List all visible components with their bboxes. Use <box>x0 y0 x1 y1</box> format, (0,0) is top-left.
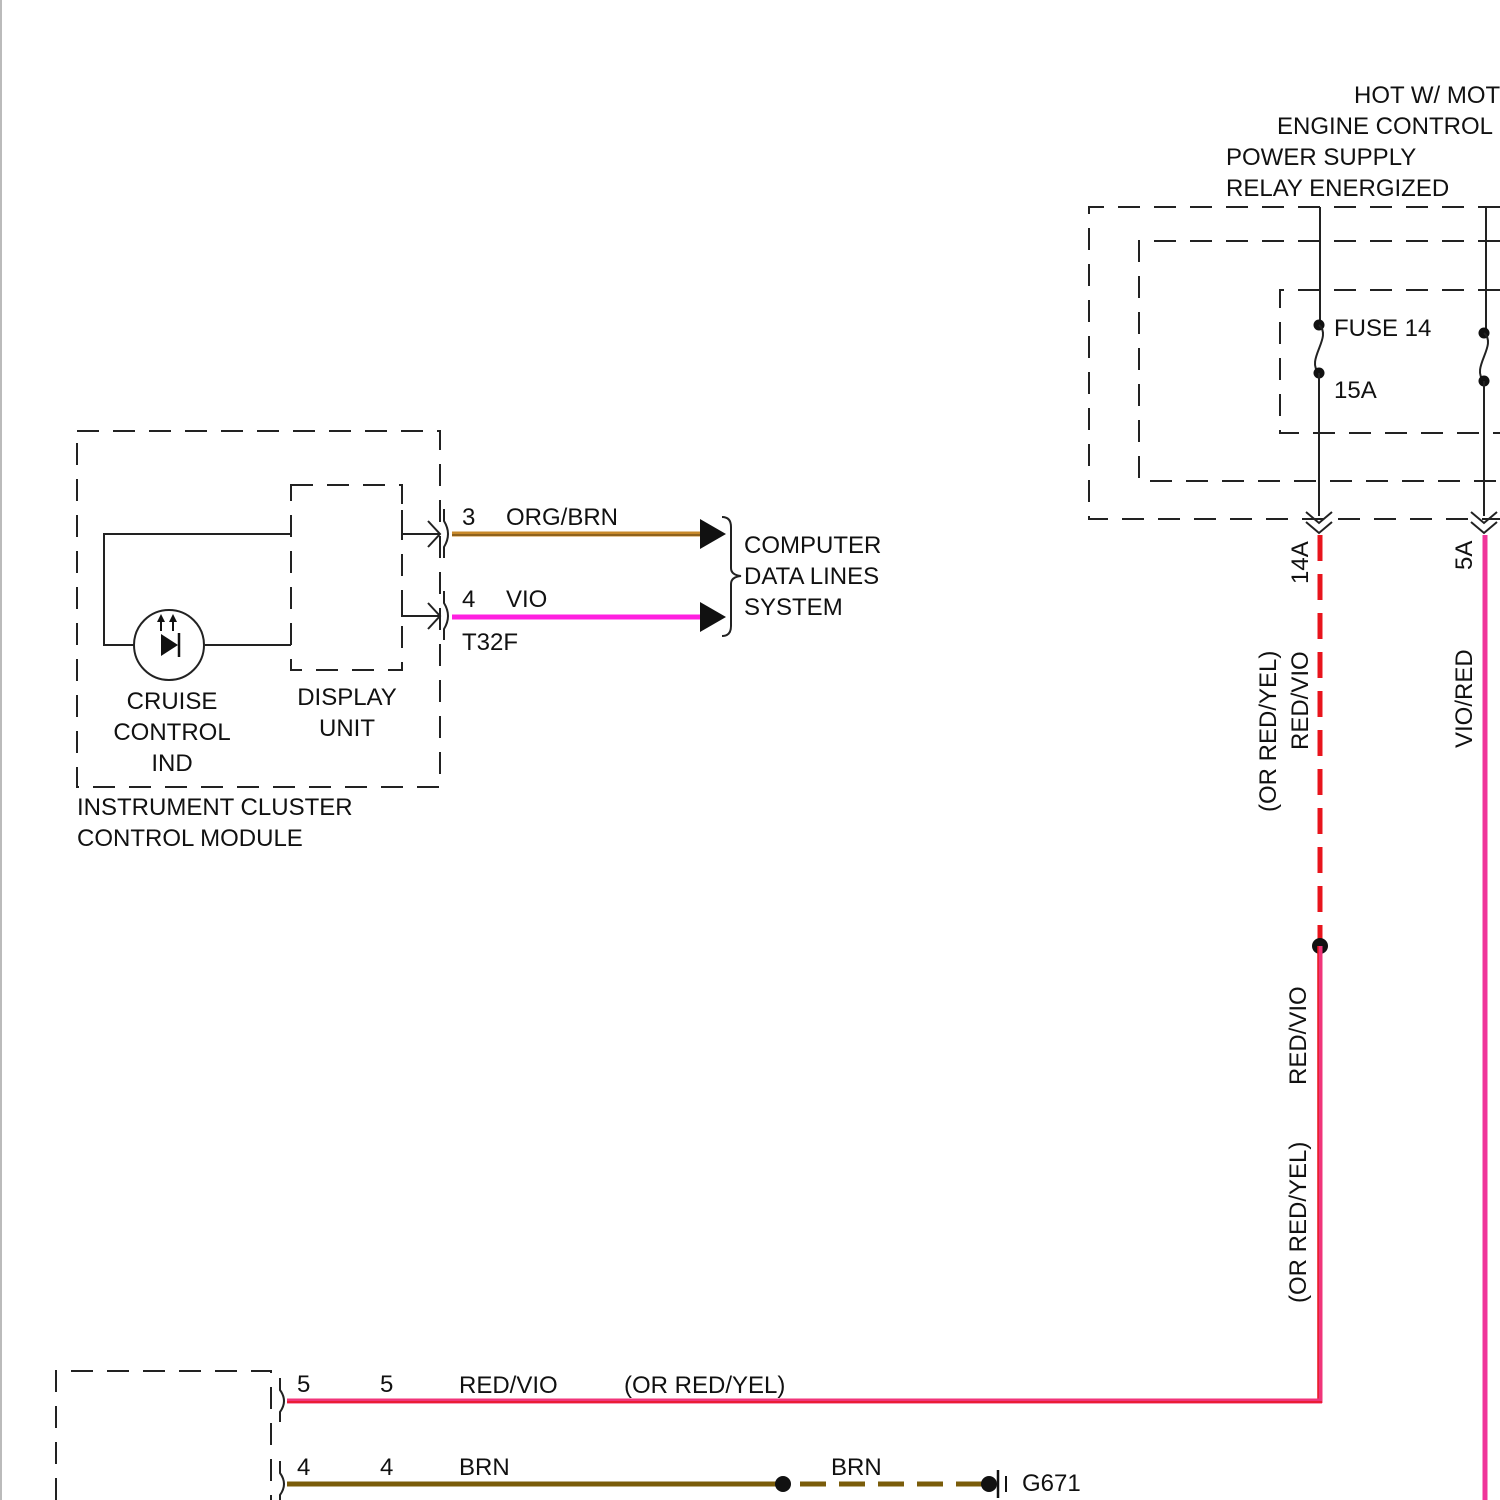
wire-color-label: RED/VIO <box>1285 986 1312 1085</box>
svg-text:UNIT: UNIT <box>319 715 375 742</box>
fuse-14-label: FUSE 14 <box>1334 315 1431 342</box>
pin-number: 5 <box>297 1371 310 1398</box>
cluster-title: INSTRUMENT CLUSTER CONTROL MODULE <box>77 794 353 852</box>
arrow-icon <box>700 602 726 632</box>
svg-text:CONTROL: CONTROL <box>113 719 230 746</box>
arrow-icon <box>700 519 726 549</box>
fuse-14-element <box>1315 325 1323 373</box>
terminal-14a-label: 14A <box>1287 541 1314 584</box>
power-source-label: HOT W/ MOT ENGINE CONTROL POWER SUPPLY R… <box>1226 82 1500 202</box>
svg-text:POWER SUPPLY: POWER SUPPLY <box>1226 144 1416 171</box>
svg-text:CONTROL MODULE: CONTROL MODULE <box>77 825 303 852</box>
svg-text:HOT W/ MOT: HOT W/ MOT <box>1354 82 1500 109</box>
ground-g671: G671 <box>998 1470 1081 1498</box>
svg-text:DATA LINES: DATA LINES <box>744 563 879 590</box>
led-icon <box>161 634 178 656</box>
display-unit-box <box>291 485 402 670</box>
fuse-block-outer-box <box>1089 207 1500 519</box>
wire-color-label: RED/VIO <box>459 1372 558 1399</box>
wire-color-label: BRN <box>831 1454 882 1481</box>
bottom-component <box>56 1371 284 1500</box>
cavity-number: 5 <box>380 1371 393 1398</box>
svg-text:COMPUTER: COMPUTER <box>744 532 881 559</box>
connector-label: T32F <box>462 629 518 656</box>
wire-red-vio-bottom: 5 5 RED/VIO (OR RED/YEL) <box>287 1371 1322 1402</box>
svg-text:IND: IND <box>151 750 192 777</box>
cruise-control-ind-label: CRUISE CONTROL IND <box>113 688 230 777</box>
pin-number: 3 <box>462 504 475 531</box>
fuse-14-box <box>1280 290 1500 433</box>
bottom-component-box <box>56 1371 271 1500</box>
pin-number: 4 <box>297 1454 310 1481</box>
svg-text:INSTRUMENT CLUSTER: INSTRUMENT CLUSTER <box>77 794 353 821</box>
fuse-14-rating: 15A <box>1334 377 1377 404</box>
pin-number: 4 <box>462 586 475 613</box>
instrument-cluster-module: CRUISE CONTROL IND DISPLAY UNIT <box>77 431 440 787</box>
connector-t32f: T32F <box>444 509 518 656</box>
splice-point <box>775 1476 791 1492</box>
wire-vio: 4 VIO <box>452 586 726 632</box>
ground-label: G671 <box>1022 1470 1081 1497</box>
wire-alt-color-label: (OR RED/YEL) <box>1285 1142 1312 1303</box>
wire-org-brn: 3 ORG/BRN <box>452 504 726 549</box>
wire-color-label: VIO/RED <box>1451 649 1478 748</box>
wire-alt-color-label: (OR RED/YEL) <box>1255 651 1282 812</box>
svg-text:ENGINE CONTROL: ENGINE CONTROL <box>1277 113 1493 140</box>
wire-color-label: BRN <box>459 1454 510 1481</box>
svg-text:SYSTEM: SYSTEM <box>744 594 843 621</box>
brace <box>722 517 741 636</box>
wire-color-label: VIO <box>506 586 547 613</box>
svg-text:RELAY ENERGIZED: RELAY ENERGIZED <box>1226 175 1449 202</box>
wire-color-label: RED/VIO <box>1287 651 1314 750</box>
computer-data-lines-label: COMPUTER DATA LINES SYSTEM <box>744 532 881 621</box>
cavity-number: 4 <box>380 1454 393 1481</box>
wire-alt-color-label: (OR RED/YEL) <box>624 1372 785 1399</box>
fuse-5-element <box>1480 333 1488 381</box>
svg-text:DISPLAY: DISPLAY <box>297 684 397 711</box>
display-unit-label: DISPLAY UNIT <box>297 684 397 742</box>
wire-color-label: ORG/BRN <box>506 504 618 531</box>
fuse-block: FUSE 14 15A <box>1089 207 1500 533</box>
terminal-5a-label: 5A <box>1451 541 1478 570</box>
wire-brn-bottom: 4 4 BRN BRN <box>287 1454 997 1492</box>
svg-text:CRUISE: CRUISE <box>127 688 218 715</box>
